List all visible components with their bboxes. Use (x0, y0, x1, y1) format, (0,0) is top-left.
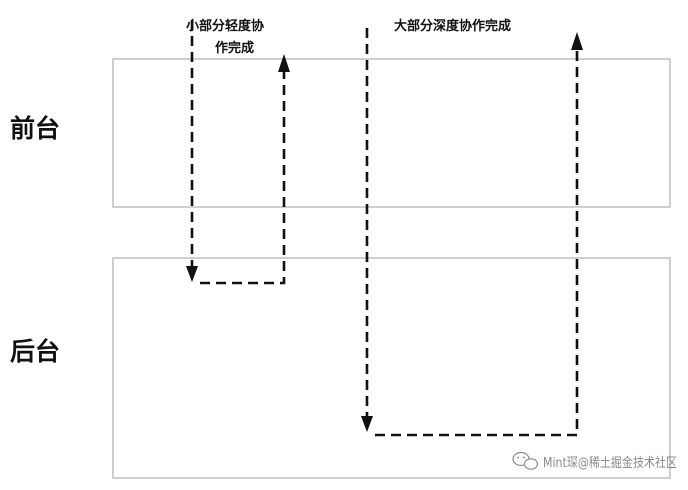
deep-flow-up-arrow-icon (571, 32, 583, 50)
frontend-lane (112, 58, 671, 208)
backend-lane (112, 257, 671, 479)
deep-flow-down-arrow-icon (361, 416, 373, 432)
light-flow-down-arrow-icon (186, 266, 198, 282)
light-collaboration-flow: 小部分轻度协 作完成 (186, 18, 290, 285)
deep-collaboration-flow: 大部分深度协作完成 (361, 18, 583, 437)
deep-flow-label: 大部分深度协作完成 (394, 18, 511, 34)
light-flow-label-line2: 作完成 (215, 40, 254, 56)
light-flow-up-arrow-icon (278, 54, 290, 72)
frontend-lane-label: 前台 (10, 114, 60, 143)
deep-flow-path (365, 28, 579, 437)
watermark: Mint琛@稀土掘金技术社区 (512, 451, 677, 471)
wechat-icon (512, 451, 539, 470)
watermark-text: Mint琛@稀土掘金技术社区 (543, 455, 677, 471)
light-flow-label-line1: 小部分轻度协 (186, 18, 264, 34)
backend-lane-label: 后台 (10, 337, 60, 366)
light-flow-path (190, 20, 286, 285)
